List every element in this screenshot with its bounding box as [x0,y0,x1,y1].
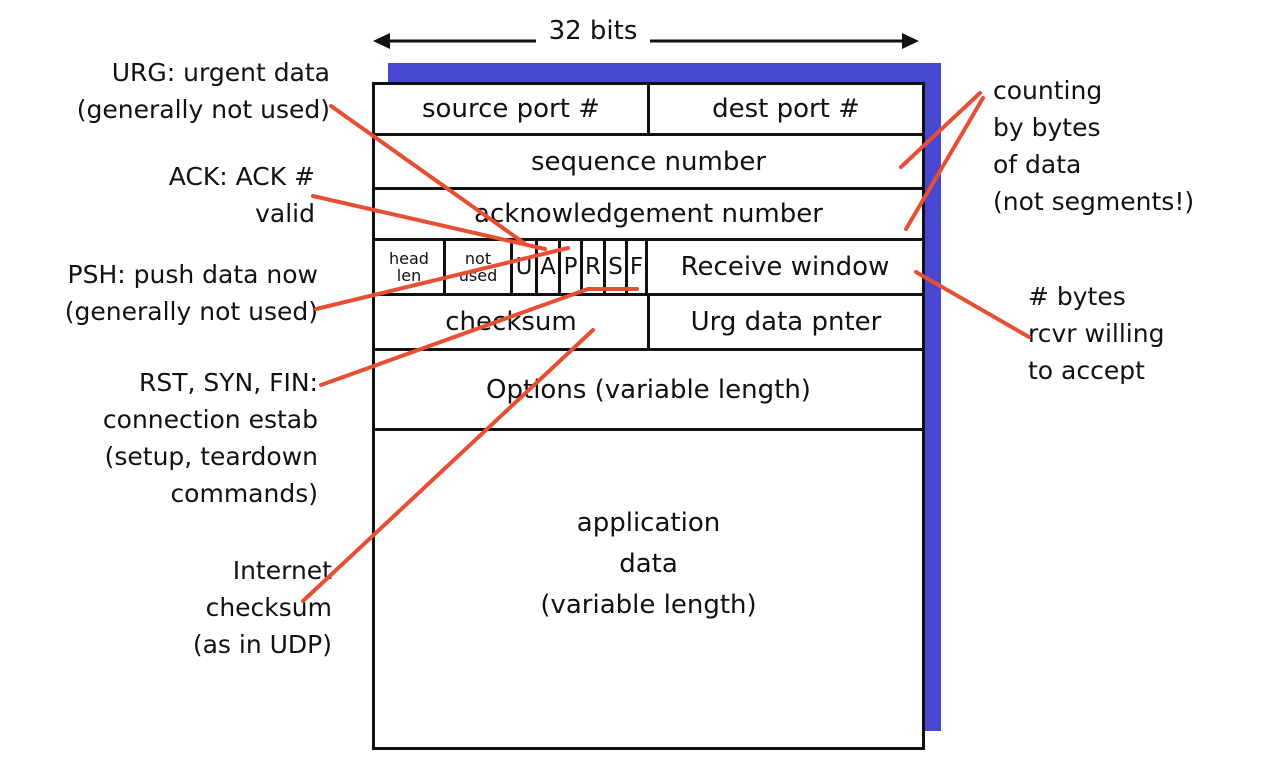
ack-annotation-line1: ACK: ACK # [168,162,315,191]
field-sequence-number: sequence number [530,146,767,177]
width-arrow-left-head [373,33,390,49]
row-application-data: application data (variable length) [375,431,922,747]
ack-annotation-line2: valid [255,199,315,228]
row-flags: head len not used U A P R S F Receive wi… [375,241,922,296]
rwnd-annotation-line2: rcvr willing [1028,319,1165,348]
field-dest-port: dest port # [712,94,860,124]
flag-cell-psh: P [561,241,583,293]
urg-annotation: URG: urgent data (generally not used) [77,54,330,128]
counting-annotation-line3: of data [993,150,1082,179]
width-label: 32 bits [548,16,638,46]
rst-annotation-line1: RST, SYN, FIN: [138,368,318,397]
rwnd-annotation-line1: # bytes [1028,282,1126,311]
flag-cell-rst: R [583,241,606,293]
not-used-line1: not [464,249,492,268]
field-head-len: head len [375,241,446,293]
rst-annotation-line2: connection estab [102,405,318,434]
flag-cell-syn: S [606,241,628,293]
counting-annotation-line1: counting [993,76,1103,105]
field-source-port: source port # [375,85,650,133]
app-data-line1: application [576,508,721,538]
counting-annotation-line4: (not segments!) [993,187,1195,216]
head-len-line1: head [389,249,429,268]
rst-syn-fin-annotation: RST, SYN, FIN: connection estab (setup, … [103,364,318,512]
row-ports: source port # dest port # [375,85,922,136]
flag-cell-fin: F [628,241,648,293]
rst-annotation-line3: (setup, teardown [104,442,318,471]
receiver-window-annotation: # bytes rcvr willing to accept [1028,278,1164,389]
urg-annotation-line1: URG: urgent data [111,58,330,87]
psh-annotation: PSH: push data now (generally not used) [65,256,318,330]
row-checksum: checksum Urg data pnter [375,296,922,351]
field-not-used: not used [446,241,513,293]
flag-cell-ack: A [538,241,561,293]
psh-annotation-line1: PSH: push data now [67,260,319,289]
checksum-annotation-line1: Internet [232,556,332,585]
receive-window-pointer-line [914,270,1031,339]
rwnd-annotation-line3: to accept [1028,356,1145,385]
ack-annotation: ACK: ACK # valid [169,158,315,232]
internet-checksum-annotation: Internet checksum (as in UDP) [193,552,332,663]
field-receive-window: Receive window [680,252,890,282]
not-used-line2: used [458,266,498,285]
field-checksum: checksum [375,296,650,348]
checksum-annotation-line3: (as in UDP) [192,630,332,659]
urg-annotation-line2: (generally not used) [76,95,330,124]
field-options: Options (variable length) [486,374,811,405]
checksum-annotation-line2: checksum [205,593,332,622]
field-ack-number: acknowledgement number [474,199,823,229]
width-arrow-right-head [902,33,919,49]
psh-annotation-line2: (generally not used) [64,297,318,326]
segment-table: source port # dest port # sequence numbe… [372,82,925,750]
row-sequence-number: sequence number [375,136,922,190]
row-options: Options (variable length) [375,351,922,431]
counting-annotation-line2: by bytes [993,113,1101,142]
flag-cell-urg: U [513,241,538,293]
field-urg-data-pointer: Urg data pnter [690,307,882,337]
head-len-line2: len [396,266,422,285]
app-data-line2: data [619,549,678,579]
row-ack-number: acknowledgement number [375,190,922,241]
counting-bytes-annotation: counting by bytes of data (not segments!… [993,72,1194,220]
app-data-line3: (variable length) [540,590,757,620]
rst-annotation-line4: commands) [170,479,318,508]
